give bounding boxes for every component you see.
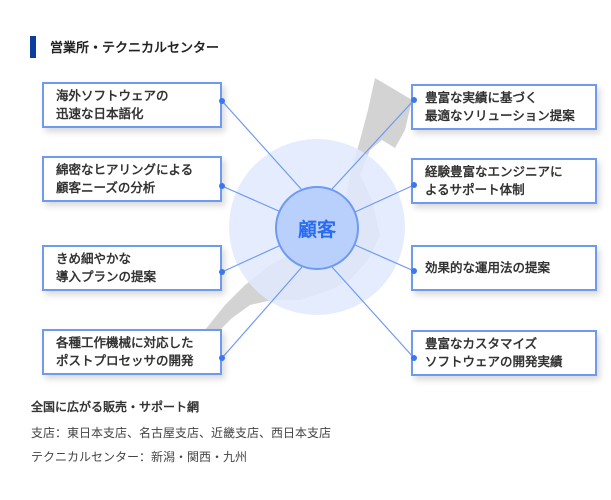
section-marker — [30, 36, 36, 58]
connector-dot — [219, 183, 225, 189]
connector-dot — [219, 269, 225, 275]
feature-box: 効果的な運用法の提案 — [411, 245, 597, 291]
feature-box: きめ細やかな 導入プランの提案 — [42, 245, 222, 291]
connector-line — [331, 99, 415, 190]
connector-dot — [411, 268, 417, 274]
feature-box: 豊富な実績に基づく 最適なソリューション提案 — [411, 84, 597, 130]
connector-line — [221, 100, 303, 191]
feature-box: 豊富なカスタマイズ ソフトウェアの開発実績 — [411, 330, 597, 376]
branches-text: 支店：東日本支店、名古屋支店、近畿支店、西日本支店 — [31, 426, 332, 440]
connector-dot — [219, 355, 225, 361]
connector-line — [221, 185, 282, 213]
connector-line — [331, 266, 415, 359]
feature-box: 綿密なヒアリングによる 顧客ニーズの分析 — [42, 156, 222, 202]
connector-line — [221, 244, 282, 273]
connector-dot — [219, 98, 225, 104]
connector-dot — [411, 355, 417, 361]
connector-line — [221, 266, 303, 359]
feature-box: 経験豊富なエンジニアに よるサポート体制 — [411, 158, 597, 204]
connector-line — [354, 184, 415, 213]
network-heading: 全国に広がる販売・サポート網 — [31, 400, 200, 414]
section-title: 営業所・テクニカルセンター — [50, 41, 220, 56]
connector-dot — [411, 182, 417, 188]
connector-dot — [411, 97, 417, 103]
customer-circle: 顧客 — [275, 186, 359, 270]
feature-box: 海外ソフトウェアの 迅速な日本語化 — [42, 82, 222, 128]
feature-box: 各種工作機械に対応した ポストプロセッサの開発 — [42, 329, 222, 375]
tech-centers-text: テクニカルセンター：新潟・関西・九州 — [31, 450, 248, 464]
connector-line — [354, 244, 415, 272]
